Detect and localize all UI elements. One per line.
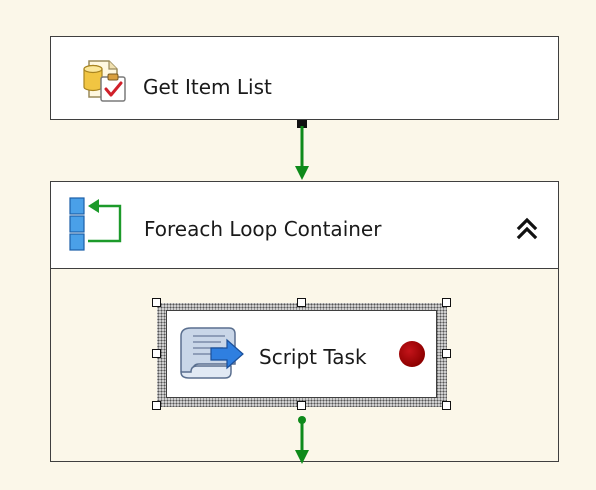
foreach-loop-icon: [69, 197, 122, 251]
resize-handle-top-left[interactable]: [152, 298, 161, 307]
sql-task-icon: [83, 60, 126, 102]
resize-handle-bottom-right[interactable]: [442, 401, 451, 410]
resize-handle-right[interactable]: [442, 349, 451, 358]
script-scroll-icon: [180, 327, 244, 379]
resize-handle-left[interactable]: [152, 349, 161, 358]
task-label: Get Item List: [143, 75, 272, 99]
container-header[interactable]: Foreach Loop Container: [51, 182, 558, 269]
foreach-loop-container[interactable]: Foreach Loop Container Script Task: [50, 181, 559, 462]
container-label: Foreach Loop Container: [144, 217, 382, 241]
resize-handle-bottom-left[interactable]: [152, 401, 161, 410]
resize-handle-top[interactable]: [297, 298, 306, 307]
double-chevron-up-icon[interactable]: [513, 214, 541, 242]
resize-handle-bottom[interactable]: [297, 401, 306, 410]
task-get-item-list[interactable]: Get Item List: [50, 36, 559, 120]
breakpoint-icon[interactable]: [399, 341, 425, 367]
resize-handle-top-right[interactable]: [442, 298, 451, 307]
task-label: Script Task: [259, 345, 367, 369]
precedence-constraint-success[interactable]: [295, 120, 309, 180]
task-script-task[interactable]: Script Task: [166, 310, 437, 398]
